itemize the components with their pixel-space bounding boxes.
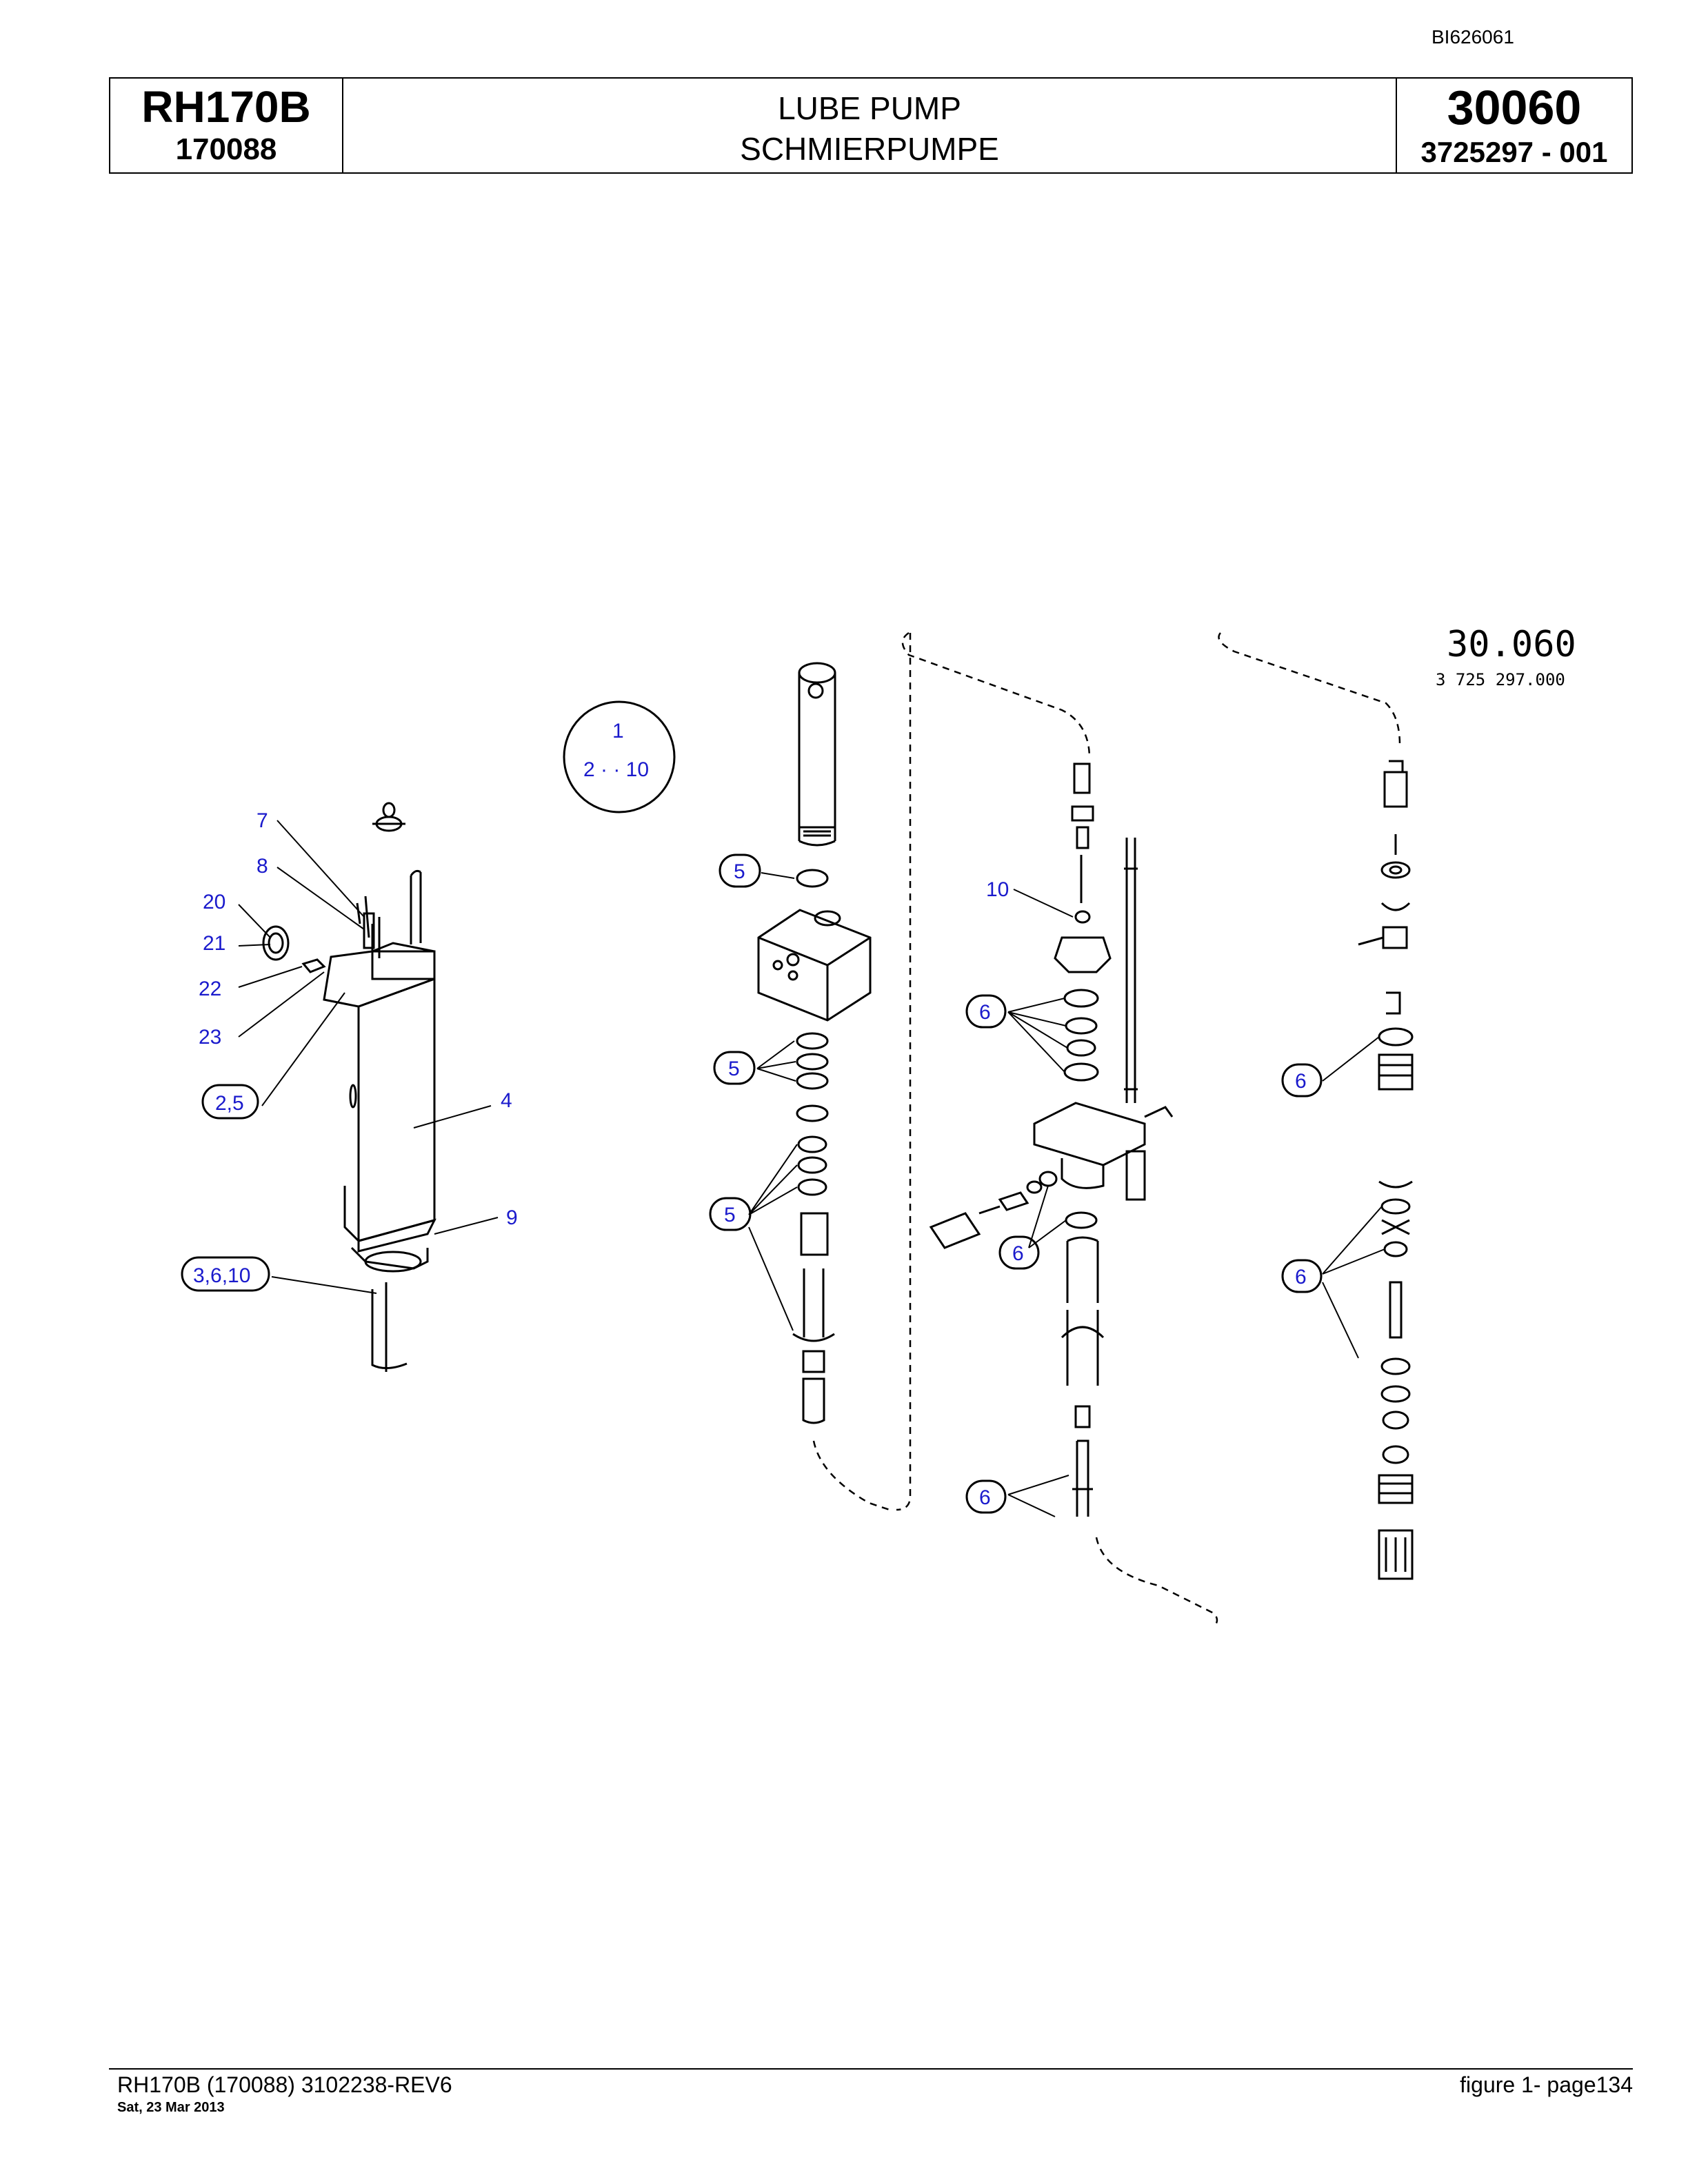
callout-20: 20	[203, 891, 225, 913]
title-english: LUBE PUMP	[778, 90, 961, 126]
title-block: RH170B 170088 LUBE PUMP SCHMIERPUMPE 300…	[109, 77, 1633, 174]
title-cell: LUBE PUMP SCHMIERPUMPE	[343, 79, 1396, 172]
callout-bubbles	[181, 700, 1323, 1514]
callout-5-bottom: 5	[724, 1204, 736, 1226]
callout-23: 23	[199, 1026, 221, 1049]
pump-body-assembly	[757, 662, 872, 1424]
callout-7: 7	[257, 809, 268, 832]
figure-number: 30060	[1447, 81, 1582, 134]
callout-6-right-upper: 6	[1295, 1070, 1307, 1093]
callout-5-top: 5	[734, 860, 745, 883]
title-german: SCHMIERPUMPE	[740, 131, 999, 167]
callout-2-5: 2,5	[215, 1092, 244, 1115]
callout-6-lower: 6	[1012, 1242, 1024, 1265]
drawing-reference: 3 725 297.000	[1436, 670, 1565, 689]
callout-1: 1	[612, 720, 624, 742]
callout-21: 21	[203, 932, 225, 955]
model-name: RH170B	[141, 82, 311, 132]
footer-page-ref: figure 1- page134	[1460, 2072, 1633, 2097]
callout-22: 22	[199, 978, 221, 1000]
valve-assembly	[929, 762, 1174, 1517]
callout-6-upper: 6	[979, 1001, 991, 1024]
serial-number: 170088	[175, 132, 277, 166]
callout-8: 8	[257, 855, 268, 878]
footer-document-ref: RH170B (170088) 3102238-REV6	[117, 2072, 452, 2097]
document-id: BI626061	[1431, 26, 1514, 48]
callout-5-middle: 5	[728, 1058, 740, 1080]
part-number: 3725297 - 001	[1420, 136, 1608, 168]
callout-3-6-10: 3,6,10	[193, 1264, 250, 1287]
leader-lines	[238, 820, 1385, 1517]
valve-insert-assembly	[1358, 760, 1414, 1580]
footer-date: Sat, 23 Mar 2013	[117, 2100, 225, 2115]
callout-9: 9	[506, 1206, 518, 1229]
figure-cell: 30060 3725297 - 001	[1396, 79, 1631, 172]
callout-2-10: 2 · · 10	[583, 758, 649, 781]
explode-guide-lines	[812, 631, 1401, 1628]
callout-6-right-lower: 6	[1295, 1266, 1307, 1288]
model-cell: RH170B 170088	[110, 79, 343, 172]
callout-10: 10	[986, 878, 1009, 901]
callout-6-bottom: 6	[979, 1486, 991, 1509]
reservoir-assembly	[262, 802, 436, 1372]
drawing-number: 30.060	[1447, 624, 1576, 665]
callout-4: 4	[501, 1089, 512, 1112]
footer-rule	[109, 2068, 1633, 2070]
